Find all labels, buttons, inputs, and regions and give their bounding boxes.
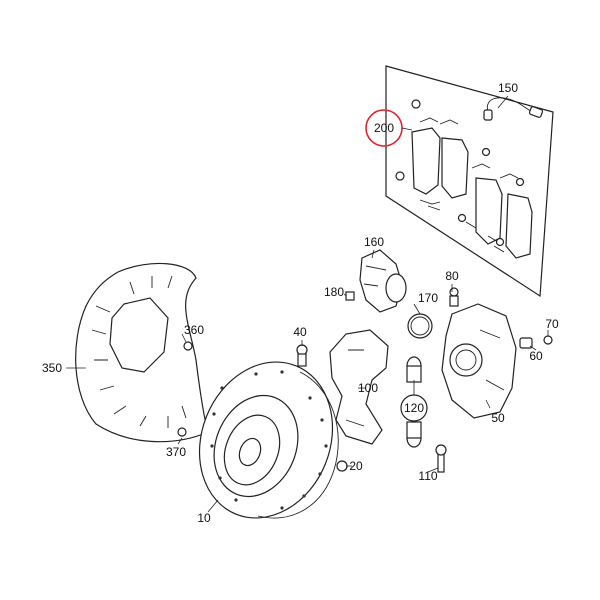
brake-disc: [198, 361, 339, 519]
label-170: 170: [418, 291, 438, 305]
label-120: 120: [404, 401, 424, 415]
caliper-bracket: [296, 329, 389, 472]
label-160: 160: [364, 235, 384, 249]
label-50: 50: [491, 411, 505, 425]
part-labels: 200 150 160 180 170 80 70 60 40 100 120 …: [42, 81, 559, 525]
label-80: 80: [445, 269, 459, 283]
dust-shield: [75, 262, 209, 443]
label-360: 360: [184, 323, 204, 337]
label-180: 180: [324, 285, 344, 299]
label-60: 60: [529, 349, 543, 363]
caliper-housing: [441, 287, 553, 419]
label-20: 20: [349, 459, 363, 473]
label-70: 70: [545, 317, 559, 331]
label-110: 110: [418, 469, 437, 483]
guide-pins: [400, 356, 447, 473]
parking-brake-actuator: [345, 249, 433, 339]
label-150: 150: [498, 81, 518, 95]
brake-pad-kit-panel: [385, 65, 554, 298]
label-40: 40: [293, 325, 307, 339]
leader-lines: [66, 95, 549, 513]
label-350: 350: [42, 361, 62, 375]
label-200: 200: [374, 121, 394, 135]
label-10: 10: [197, 511, 211, 525]
label-370: 370: [166, 445, 186, 459]
label-100: 100: [358, 381, 378, 395]
